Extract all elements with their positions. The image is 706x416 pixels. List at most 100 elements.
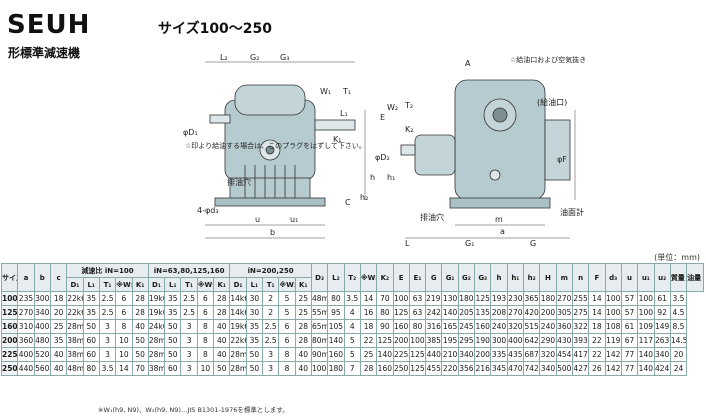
table-cell: 455	[425, 361, 443, 376]
table-cell: 6	[115, 291, 133, 306]
dim-g: G	[530, 239, 536, 248]
table-cell: 160	[327, 347, 345, 362]
table-cell: 140	[327, 333, 345, 348]
table-cell: 50	[213, 361, 231, 376]
table-cell: 8	[278, 347, 296, 362]
table-cell: 8	[278, 361, 296, 376]
col-h1: h₁	[506, 263, 525, 292]
table-cell: 3	[98, 333, 117, 348]
table-cell: 6	[278, 333, 296, 348]
table-cell: 22k6	[229, 333, 247, 348]
table-cell: 40	[49, 361, 68, 376]
table-cell: 22k6	[66, 291, 84, 306]
table-cell: 18	[49, 291, 68, 306]
col-n: n	[571, 263, 590, 292]
table-cell: 35	[245, 319, 264, 334]
table-cell: 300	[33, 291, 51, 306]
table-cell: 24k6	[147, 319, 166, 334]
table-cell: 28m6	[229, 347, 247, 362]
table-cell: 275	[571, 305, 590, 320]
reducer-drawing: L₂ G₂ G₃ W₁ L₁ K₁ T₁ φD₁ φD₂ E h h₁ h₂ C…	[183, 53, 585, 248]
table-cell: 3	[180, 319, 198, 334]
table-cell: 3.5	[669, 291, 688, 306]
dim-u1: u₁	[290, 215, 298, 224]
table-cell: 28	[294, 333, 312, 348]
table-cell: 50	[164, 347, 182, 362]
table-cell: 22	[588, 347, 606, 362]
table-cell: 424	[653, 361, 671, 376]
group-ratio-100: 減速比 iN=100	[66, 263, 149, 278]
table-cell: 316	[425, 319, 443, 334]
row-size-cell: 125	[0, 305, 19, 320]
col-m: m	[555, 263, 573, 292]
table-cell: 360	[17, 333, 35, 348]
table-cell: 195	[441, 333, 459, 348]
g2-l1: L₁	[164, 277, 182, 292]
table-cell: 80	[327, 291, 345, 306]
table-row: 1252703402022k6352.562819k6352.562814k63…	[0, 305, 704, 320]
table-cell: 420	[522, 305, 541, 320]
table-cell: 25	[49, 319, 68, 334]
table-cell: 219.5	[425, 291, 443, 306]
table-cell: 90	[376, 319, 394, 334]
table-cell: 125	[474, 291, 492, 306]
table-cell: 105	[327, 319, 345, 334]
g3-k1: K₁	[294, 277, 312, 292]
g1-t1: T₁	[98, 277, 117, 292]
table-cell: 100	[637, 305, 655, 320]
g1-w1: ※W₁	[115, 277, 133, 292]
table-cell: 340	[539, 361, 557, 376]
table-cell: 4	[343, 319, 361, 334]
table-cell: 2.5	[180, 291, 198, 306]
table-cell: 4	[343, 305, 361, 320]
table-cell: 40	[131, 319, 149, 334]
table-cell: 687	[522, 347, 541, 362]
drain-left-label: 排油穴	[227, 177, 251, 187]
table-cell: 19k6	[229, 319, 247, 334]
table-cell: 193	[490, 291, 508, 306]
table-cell: 320	[506, 319, 525, 334]
col-w2: ※W₂	[359, 263, 378, 292]
table-cell: 225	[392, 347, 410, 362]
table-cell: 3.5	[343, 291, 361, 306]
table-cell: 22k6	[66, 305, 84, 320]
table-cell: 61	[653, 291, 671, 306]
dim-t1: T₁	[342, 87, 351, 96]
table-cell: 28	[131, 291, 149, 306]
table-cell: 125	[392, 305, 410, 320]
table-cell: 60	[82, 333, 100, 348]
dim-h: h	[370, 173, 375, 182]
table-cell: 35	[164, 305, 182, 320]
g1-d1: D₁	[66, 277, 84, 292]
table-cell: 10	[115, 333, 133, 348]
row-size-cell: 225	[0, 347, 19, 362]
table-cell: 28	[359, 361, 378, 376]
table-cell: 35	[49, 333, 68, 348]
oil-gauge-label: 油面計	[560, 207, 584, 217]
table-cell: 480	[33, 333, 51, 348]
table-cell: 19k6	[147, 291, 166, 306]
table-cell: 160	[474, 319, 492, 334]
table-cell: 19k6	[147, 305, 166, 320]
table-cell: 2.5	[98, 305, 117, 320]
table-cell: 125	[408, 361, 427, 376]
col-a: a	[17, 263, 35, 292]
table-cell: 140	[637, 347, 655, 362]
table-cell: 322	[571, 319, 590, 334]
table-cell: 205	[457, 305, 476, 320]
table-cell: 3	[98, 347, 117, 362]
table-cell: 245	[457, 319, 476, 334]
table-cell: 48m6	[310, 291, 329, 306]
table-cell: 28	[213, 291, 231, 306]
table-cell: 117	[637, 333, 655, 348]
table-cell: 2.5	[261, 319, 280, 334]
table-cell: 28m6	[147, 347, 166, 362]
table-cell: 5	[278, 305, 296, 320]
dim-w2: W₂	[387, 103, 398, 112]
table-cell: 50	[131, 347, 149, 362]
dim-l1: L₁	[340, 109, 348, 118]
header-row-1: サイズ E a b c 減速比 iN=100 iN=63,80,125,160 …	[0, 263, 704, 292]
table-cell: 216	[474, 361, 492, 376]
dim-k1: K₁	[333, 135, 341, 144]
dim-g2: G₂	[250, 53, 259, 62]
